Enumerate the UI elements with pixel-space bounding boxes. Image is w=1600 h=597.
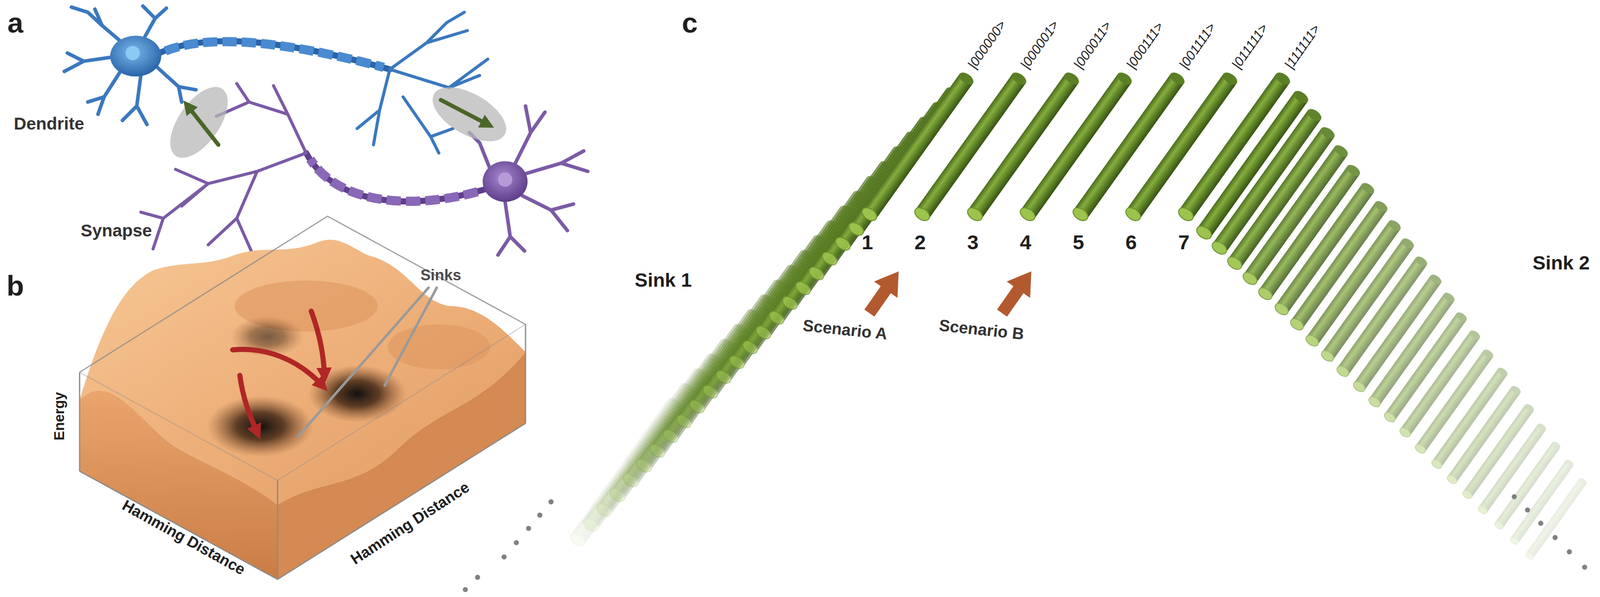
site-number: 3 xyxy=(967,232,979,253)
part-label: Dendrite xyxy=(13,114,85,133)
cylinder xyxy=(859,69,976,224)
energy-landscape xyxy=(79,216,526,580)
axis-label: Energy xyxy=(52,392,67,441)
panel-letter: a xyxy=(7,8,24,37)
site-number: 4 xyxy=(1020,232,1032,253)
state-label: |000011> xyxy=(1071,18,1114,71)
numbered-row xyxy=(859,69,1293,224)
blue-myelin xyxy=(165,41,384,68)
landscape-front xyxy=(277,351,526,580)
purple-nucleus xyxy=(498,172,513,187)
cylinder xyxy=(1070,69,1187,224)
synapse-highlight xyxy=(158,77,239,168)
ellipsis-dots xyxy=(462,494,1588,593)
site-number: 7 xyxy=(1178,232,1190,253)
sink-leader xyxy=(298,287,438,437)
part-label: Synapse xyxy=(80,221,153,239)
state-label: |000111> xyxy=(1124,19,1166,71)
site-number: 2 xyxy=(914,232,926,253)
landscape-shade xyxy=(387,324,490,370)
cylinder xyxy=(1176,69,1293,224)
state-label: |000000> xyxy=(965,18,1009,72)
axis-label: Hamming Distance xyxy=(348,479,473,568)
cylinder xyxy=(912,69,1029,224)
panel-letter: c xyxy=(681,8,698,37)
blue-dendrites xyxy=(64,5,197,125)
landscape-front xyxy=(79,390,278,580)
purple-axon xyxy=(306,153,484,202)
scenario-arrow xyxy=(857,263,911,322)
blue-nucleus xyxy=(125,45,140,61)
site-number: 6 xyxy=(1125,232,1137,253)
site-number: 1 xyxy=(861,232,874,253)
axis-label: Hamming Distance xyxy=(119,497,248,579)
blue-soma xyxy=(110,35,162,77)
state-label: |011111> xyxy=(1229,21,1271,71)
state-label: |001111> xyxy=(1177,20,1219,72)
sink-pointer-label: Sinks xyxy=(420,268,462,284)
cylinder xyxy=(1123,69,1240,224)
state-label: |000001> xyxy=(1018,18,1062,72)
signal-arrow xyxy=(441,100,488,125)
blue-axon xyxy=(159,41,390,70)
cylinder xyxy=(1018,69,1134,224)
purple-soma xyxy=(482,161,528,203)
purple-myelin xyxy=(310,159,478,202)
scenario-label: Scenario A xyxy=(801,316,888,342)
sink-well xyxy=(206,395,313,457)
flow-arrows xyxy=(232,311,325,433)
cylinder xyxy=(965,69,1082,224)
sink-label: Sink 1 xyxy=(634,271,692,291)
cylinder xyxy=(1209,106,1324,257)
panel-letter: b xyxy=(6,271,24,301)
right-row xyxy=(1194,88,1589,562)
site-number: 5 xyxy=(1072,232,1085,253)
scenario-arrow xyxy=(990,263,1044,322)
scenario-label: Scenario B xyxy=(938,316,1025,342)
box-frame xyxy=(79,216,526,580)
signal-arrow xyxy=(187,105,219,145)
sink-label: Sink 2 xyxy=(1532,253,1590,273)
synapse-highlight xyxy=(423,76,515,153)
cylinder-chain xyxy=(462,69,1589,593)
state-label: |111111> xyxy=(1282,22,1323,71)
